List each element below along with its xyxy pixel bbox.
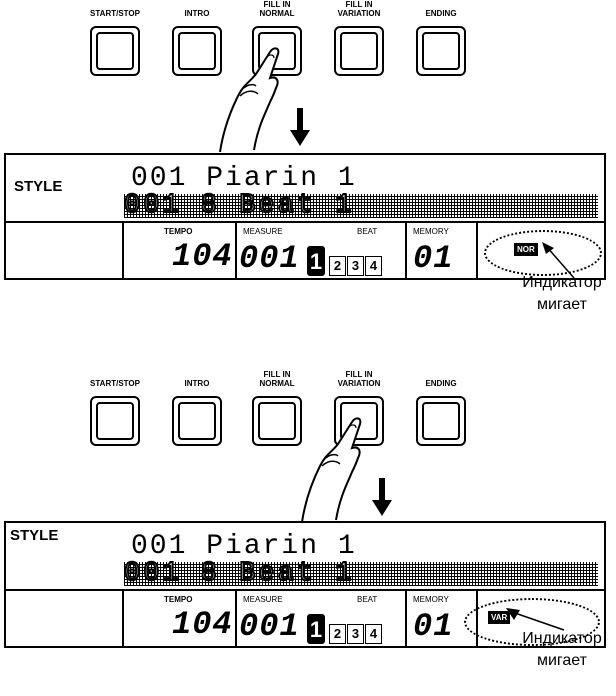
nor-indicator: NOR	[514, 243, 538, 256]
beat-1-indicator: 1	[307, 614, 325, 644]
down-arrow-icon	[372, 478, 392, 518]
down-arrow-icon	[290, 108, 310, 148]
intro-label: INTRO	[155, 9, 239, 18]
tempo-value: 104	[172, 609, 233, 641]
memory-label: MEMORY	[413, 227, 449, 236]
measure-label: MEASURE	[243, 227, 283, 236]
fill-in-normal-button[interactable]	[252, 396, 302, 446]
style-detail-line: 001 8 Beat 1	[124, 194, 598, 218]
button-row: START/STOP INTRO FILL IN NORMAL FILL IN …	[84, 370, 484, 454]
measure-value: 001	[239, 243, 300, 275]
style-detail-text: 001 8 Beat 1	[124, 191, 354, 221]
beat-2-indicator: 2	[329, 256, 346, 276]
fill-in-normal-label: FILL IN NORMAL	[235, 370, 319, 388]
start-stop-label: START/STOP	[73, 9, 157, 18]
memory-cell: MEMORY 01	[405, 223, 479, 278]
tempo-value: 104	[172, 241, 233, 273]
indicator-note: Индикатор мигает	[508, 272, 616, 316]
style-label: STYLE	[14, 178, 62, 195]
lcd-display: STYLE 001 Piarin 1 001 8 Beat 1 TEMPO 10…	[4, 153, 606, 280]
fill-in-variation-label: FILL IN VARIATION	[317, 0, 401, 18]
measure-cell: MEASURE 001 BEAT 1 2 3 4	[235, 223, 407, 278]
style-detail-text: 001 8 Beat 1	[124, 559, 354, 589]
beat-label: BEAT	[357, 595, 377, 604]
tempo-cell: TEMPO 104	[122, 591, 235, 646]
pressing-hand-icon	[296, 412, 376, 524]
ending-label: ENDING	[399, 9, 483, 18]
measure-value: 001	[239, 611, 300, 643]
measure-label: MEASURE	[243, 595, 283, 604]
memory-value: 01	[413, 611, 453, 643]
tempo-label: TEMPO	[164, 227, 192, 236]
memory-value: 01	[413, 243, 453, 275]
beat-label: BEAT	[357, 227, 377, 236]
indicator-note: Индикатор мигает	[508, 628, 616, 672]
intro-label: INTRO	[155, 379, 239, 388]
memory-label: MEMORY	[413, 595, 449, 604]
beat-1-indicator: 1	[307, 246, 325, 276]
style-name-line: 001 Piarin 1	[131, 164, 357, 194]
start-stop-label: START/STOP	[73, 379, 157, 388]
style-label: STYLE	[10, 527, 64, 544]
beat-3-indicator: 3	[347, 256, 364, 276]
style-name-line: 001 Piarin 1	[131, 532, 357, 562]
panel-fill-in-normal: START/STOP INTRO FILL IN NORMAL FILL IN …	[0, 0, 616, 330]
start-stop-button[interactable]	[90, 396, 140, 446]
style-detail-line: 001 8 Beat 1	[124, 562, 598, 586]
measure-cell: MEASURE 001 BEAT 1 2 3 4	[235, 591, 407, 646]
ending-button[interactable]	[416, 396, 466, 446]
beat-2-indicator: 2	[329, 624, 346, 644]
fill-in-variation-label: FILL IN VARIATION	[317, 370, 401, 388]
tempo-cell: TEMPO 104	[122, 223, 235, 278]
ending-button[interactable]	[416, 26, 466, 76]
fill-in-normal-label: FILL IN NORMAL	[235, 0, 319, 18]
tempo-label: TEMPO	[164, 595, 192, 604]
fill-in-variation-button[interactable]	[334, 26, 384, 76]
beat-4-indicator: 4	[365, 624, 382, 644]
pressing-hand-icon	[214, 42, 294, 154]
intro-button[interactable]	[172, 396, 222, 446]
ending-label: ENDING	[399, 379, 483, 388]
beat-3-indicator: 3	[347, 624, 364, 644]
beat-4-indicator: 4	[365, 256, 382, 276]
start-stop-button[interactable]	[90, 26, 140, 76]
panel-fill-in-variation: START/STOP INTRO FILL IN NORMAL FILL IN …	[0, 338, 616, 696]
